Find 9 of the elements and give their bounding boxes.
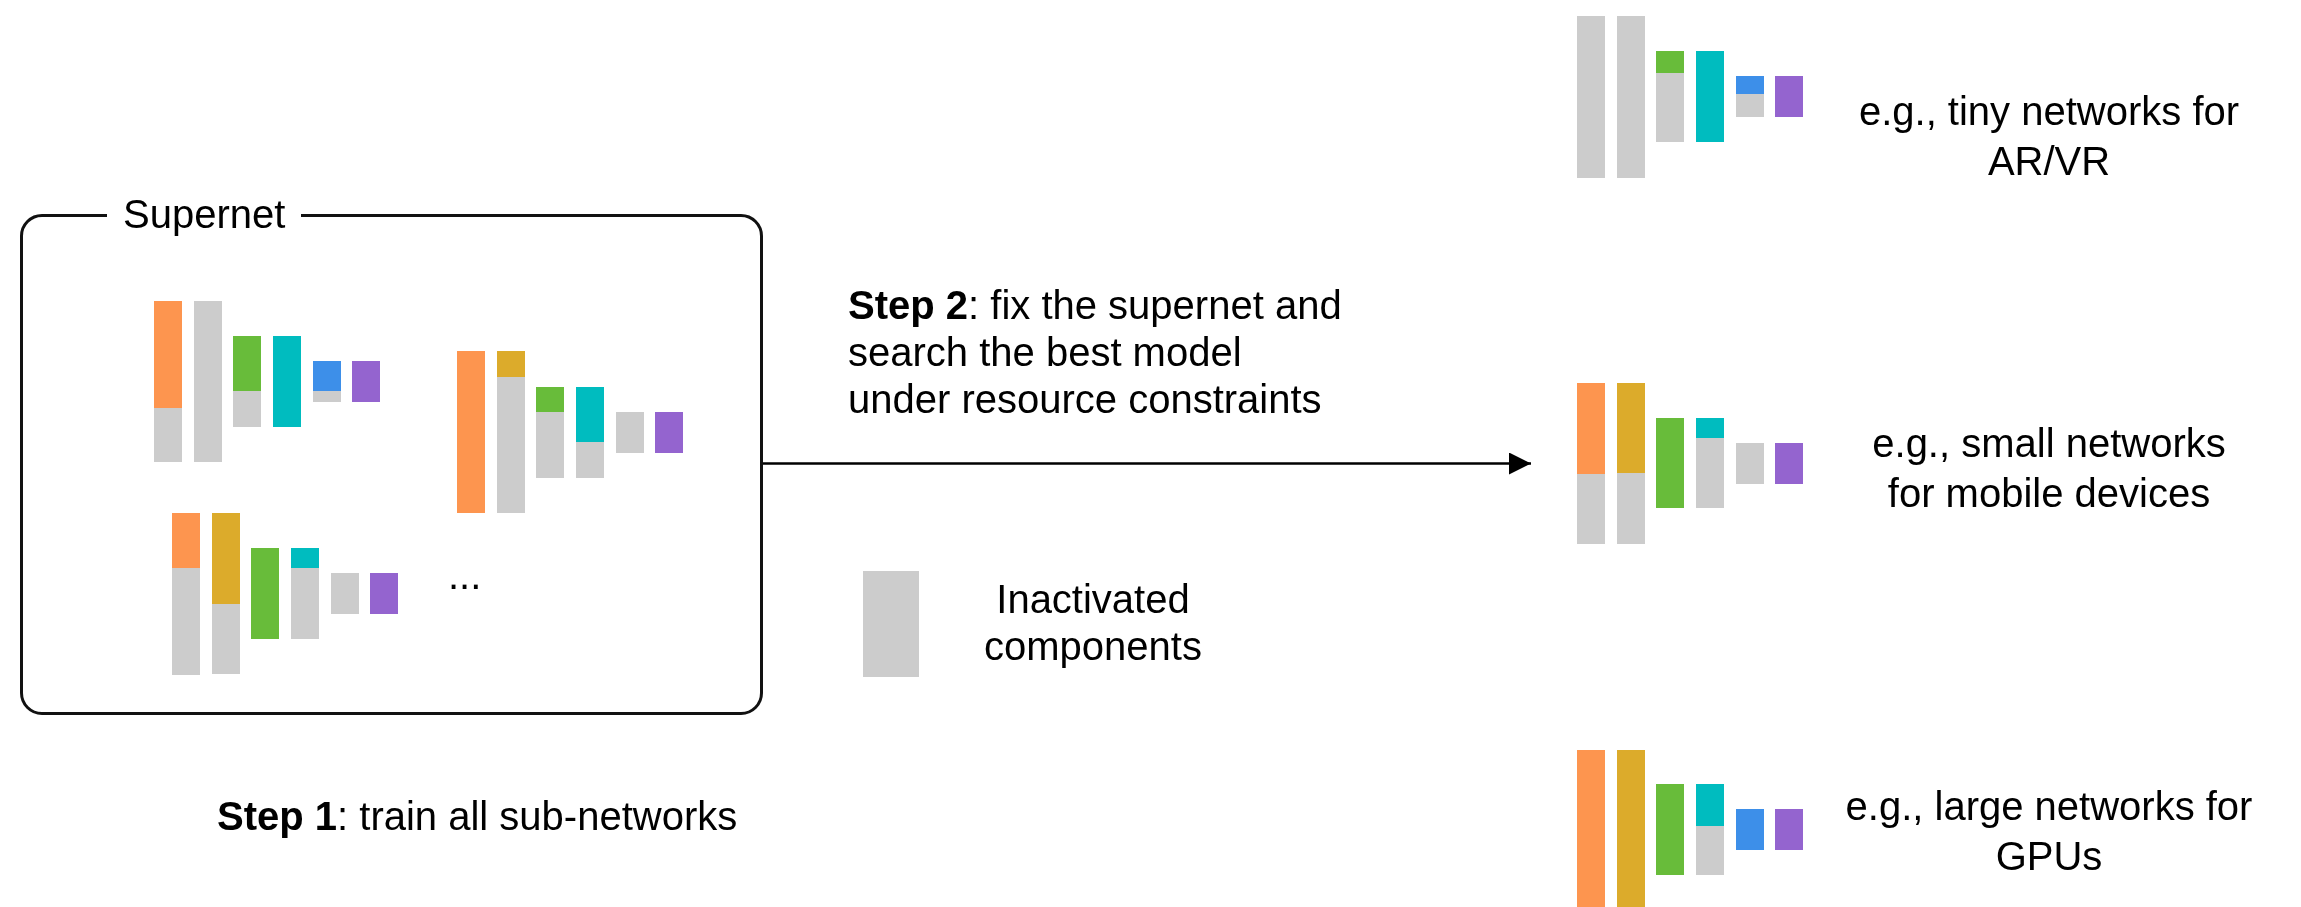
- ellipsis: ...: [448, 552, 482, 599]
- network-drawing: [172, 513, 400, 675]
- network-drawing: [154, 301, 382, 463]
- network-caption: e.g., large networks for GPUs: [1844, 783, 2254, 880]
- network-caption: e.g., small networks for mobile devices: [1871, 420, 2227, 517]
- network-caption: e.g., tiny networks for AR/VR: [1857, 88, 2241, 185]
- legend-text: Inactivated components: [983, 576, 1203, 670]
- network-drawing: [457, 351, 685, 513]
- step-caption: Step 1: train all sub-networks: [217, 793, 738, 840]
